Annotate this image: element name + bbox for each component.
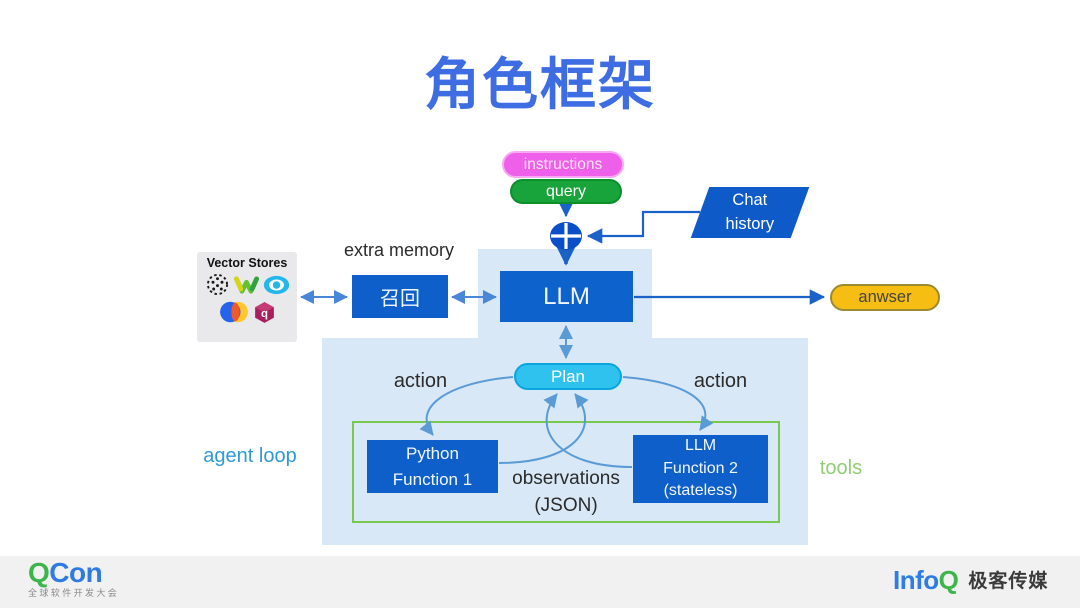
- infoq-info-letters: Info: [893, 564, 939, 595]
- chat-history-label: Chat history: [725, 190, 775, 233]
- tools-label: tools: [819, 457, 863, 479]
- qdrant-hexagon-icon: q: [254, 301, 274, 323]
- infoq-wordmark: InfoQ: [893, 564, 959, 595]
- vector-stores-icon-row-1: [204, 271, 291, 298]
- qcon-con-letters: Con: [49, 557, 103, 588]
- infoq-q-letter: Q: [938, 564, 959, 595]
- footer-bar: [0, 556, 1080, 608]
- vector-stores-icon-row-2: q: [218, 299, 277, 325]
- chat-history-node: Chat history: [690, 187, 810, 238]
- chroma-circles-icon: [219, 301, 248, 323]
- qcon-logo: QCon 全球软件开发大会: [28, 559, 119, 598]
- llm-function-node: LLM Function 2 (stateless): [633, 435, 768, 503]
- action-left-label: action: [393, 370, 448, 392]
- infoq-logo: InfoQ 极客传媒: [893, 566, 1048, 593]
- svg-text:q: q: [261, 308, 268, 320]
- merge-icon: [550, 222, 582, 250]
- vector-stores-panel: Vector Stores: [197, 252, 297, 342]
- agent-loop-label: agent loop: [203, 445, 297, 467]
- python-function-node: Python Function 1: [367, 440, 498, 493]
- qcon-wordmark: QCon: [28, 559, 119, 587]
- instructions-node: instructions: [502, 151, 624, 178]
- qcon-q-letter: Q: [28, 557, 50, 588]
- observations-label: observations (JSON): [512, 468, 620, 516]
- extra-memory-label: extra memory: [343, 240, 455, 260]
- arrow-chat-history-to-merge: [586, 210, 700, 244]
- llm-node: LLM: [500, 271, 633, 322]
- deeplake-eye-icon: [263, 275, 289, 294]
- plan-node: Plan: [514, 363, 622, 390]
- infoq-brand-name: 极客传媒: [968, 571, 1049, 592]
- answer-node: anwser: [830, 284, 940, 311]
- query-node: query: [510, 179, 622, 204]
- weaviate-w-icon: [233, 276, 259, 294]
- vector-stores-title: Vector Stores: [206, 256, 288, 270]
- recall-node: 召回: [352, 275, 448, 318]
- qcon-tagline: 全球软件开发大会: [28, 588, 120, 598]
- action-right-label: action: [693, 370, 748, 392]
- pinecone-dotted-sphere-icon: [206, 273, 228, 296]
- page-title: 角色框架: [424, 53, 656, 116]
